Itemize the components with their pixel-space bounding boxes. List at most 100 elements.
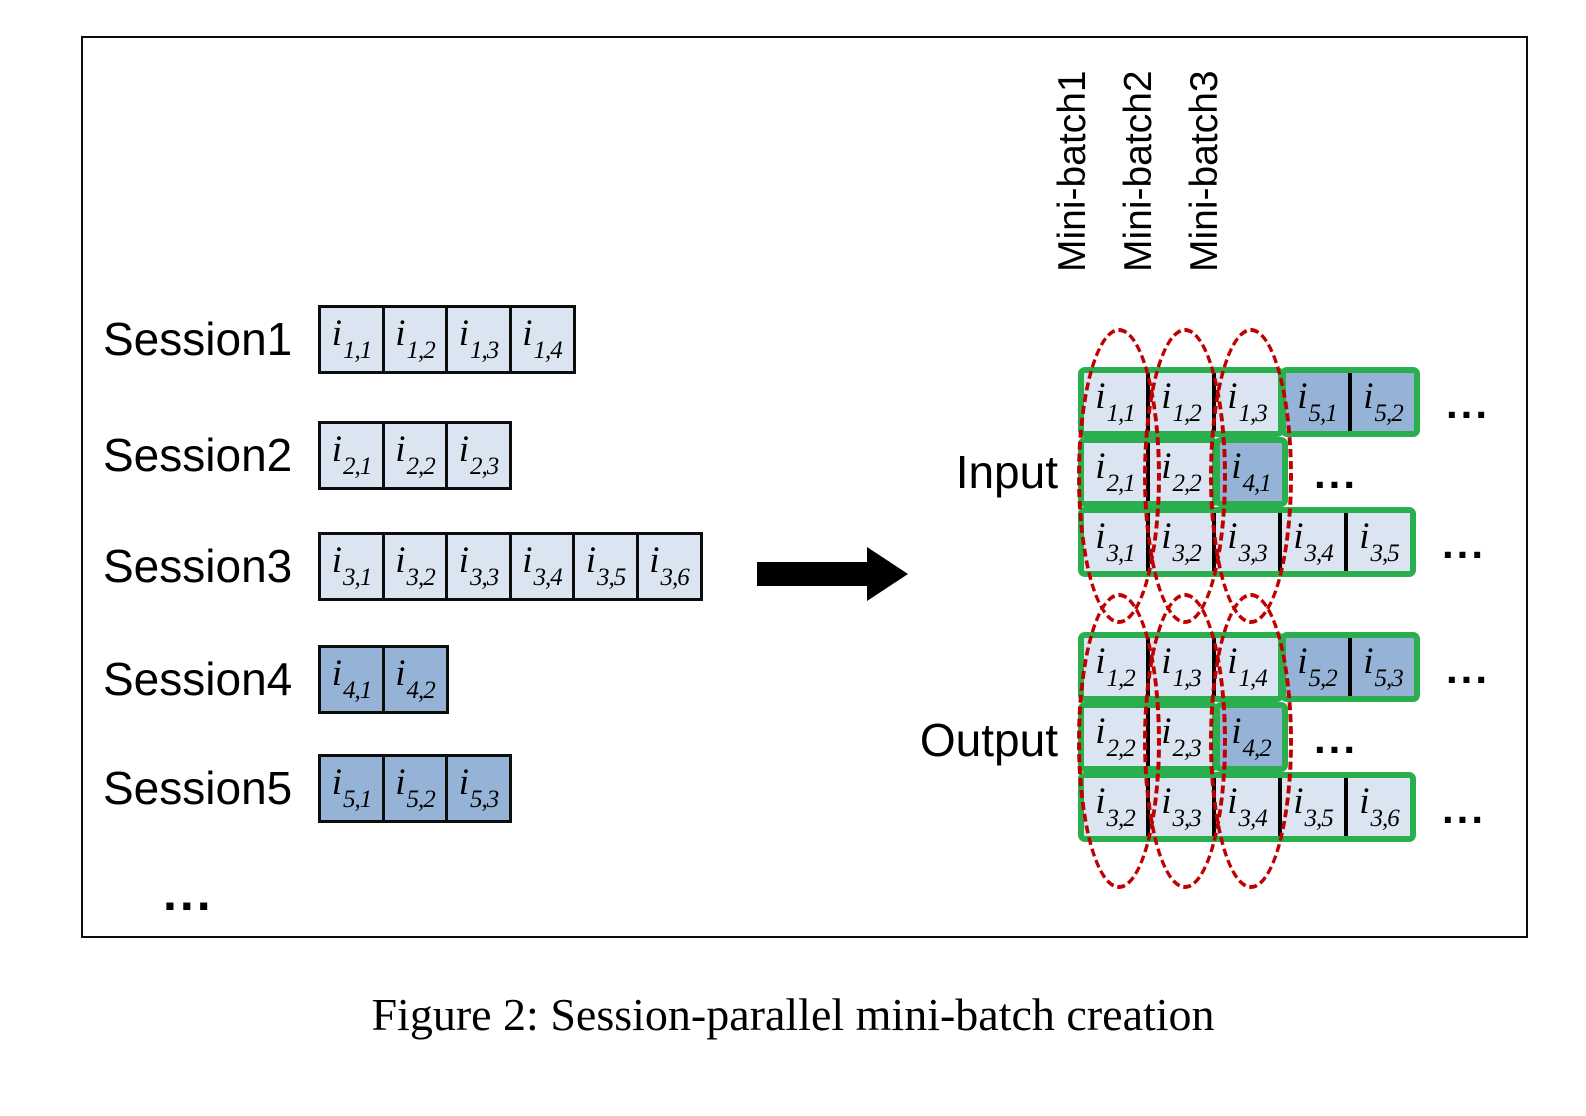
continuation-dots: ... bbox=[1442, 520, 1487, 567]
item-cell: i1,3 bbox=[1212, 373, 1278, 431]
session-row: Session5 i5,1 i5,2 i5,3 bbox=[103, 752, 512, 824]
item-text: i2,1 bbox=[1095, 446, 1136, 497]
item-cell: i5,3 bbox=[445, 753, 512, 823]
item-cell: i2,2 bbox=[381, 420, 449, 490]
item-text: i3,4 bbox=[1293, 516, 1334, 567]
session-cells: i5,1 i5,2 i5,3 bbox=[318, 753, 512, 823]
item-cell: i1,2 bbox=[1084, 638, 1146, 696]
item-cell: i3,3 bbox=[445, 531, 512, 601]
item-cell: i4,1 bbox=[318, 644, 385, 714]
item-text: i5,2 bbox=[1363, 376, 1404, 427]
item-text: i3,1 bbox=[331, 540, 373, 591]
item-cell: i3,2 bbox=[381, 531, 449, 601]
item-text: i2,2 bbox=[1161, 446, 1202, 497]
continuation-dots: ... bbox=[1442, 785, 1487, 832]
batch-row: i2,1 i2,2 i4,1 bbox=[1078, 437, 1288, 507]
item-cell: i3,4 bbox=[1278, 513, 1344, 571]
item-text: i3,3 bbox=[1227, 516, 1268, 567]
item-text: i1,2 bbox=[1095, 641, 1136, 692]
item-cell: i3,3 bbox=[1146, 778, 1212, 836]
item-cell: i4,2 bbox=[1220, 708, 1282, 766]
item-cell: i1,3 bbox=[445, 304, 512, 374]
item-text: i2,2 bbox=[1095, 711, 1136, 762]
batch-segment: i2,1 i2,2 bbox=[1078, 437, 1218, 507]
item-text: i1,4 bbox=[522, 313, 563, 364]
item-text: i5,3 bbox=[1363, 641, 1404, 692]
item-text: i5,2 bbox=[395, 762, 436, 813]
session-label: Session3 bbox=[103, 540, 293, 592]
item-cell: i2,3 bbox=[445, 420, 512, 490]
item-cell: i2,2 bbox=[1146, 443, 1212, 501]
item-text: i3,2 bbox=[395, 540, 436, 591]
batch-row: i1,1 i1,2 i1,3 i5,1 i5,2 bbox=[1078, 367, 1420, 437]
continuation-dots: ... bbox=[1446, 380, 1491, 427]
item-text: i2,3 bbox=[1161, 711, 1202, 762]
batch-row: i3,1 i3,2 i3,3 i3,4 i3,5 bbox=[1078, 507, 1416, 577]
item-cell: i5,1 bbox=[1286, 373, 1348, 431]
item-cell: i3,5 bbox=[572, 531, 639, 601]
item-cell: i4,1 bbox=[1220, 443, 1282, 501]
item-text: i2,3 bbox=[458, 429, 500, 480]
item-cell: i3,2 bbox=[1146, 513, 1212, 571]
continuation-dots: ... bbox=[1446, 645, 1491, 692]
item-text: i3,1 bbox=[1095, 516, 1136, 567]
item-cell: i2,3 bbox=[1146, 708, 1212, 766]
item-text: i2,2 bbox=[395, 429, 436, 480]
continuation-dots: ... bbox=[1314, 715, 1359, 762]
item-cell: i3,6 bbox=[1344, 778, 1410, 836]
figure-caption: Figure 2: Session-parallel mini-batch cr… bbox=[371, 989, 1215, 1040]
item-text: i1,3 bbox=[458, 313, 500, 364]
session-label: Session1 bbox=[103, 313, 293, 365]
item-cell: i3,5 bbox=[1344, 513, 1410, 571]
item-cell: i1,2 bbox=[1146, 373, 1212, 431]
item-text: i1,1 bbox=[331, 313, 373, 364]
item-text: i1,2 bbox=[1161, 376, 1202, 427]
item-text: i3,5 bbox=[1293, 781, 1334, 832]
minibatch-label: Mini-batch2 bbox=[1117, 70, 1160, 272]
item-cell: i1,1 bbox=[318, 304, 385, 374]
item-cell: i3,1 bbox=[1084, 513, 1146, 571]
item-text: i4,1 bbox=[331, 653, 373, 704]
item-text: i1,3 bbox=[1227, 376, 1268, 427]
item-text: i1,3 bbox=[1161, 641, 1202, 692]
item-cell: i2,1 bbox=[1084, 443, 1146, 501]
item-cell: i5,2 bbox=[381, 753, 449, 823]
session-label: Session2 bbox=[103, 429, 293, 481]
item-text: i3,5 bbox=[1359, 516, 1400, 567]
item-cell: i1,4 bbox=[508, 304, 576, 374]
batch-row: i2,2 i2,3 i4,2 bbox=[1078, 702, 1288, 772]
item-cell: i3,4 bbox=[1212, 778, 1278, 836]
session-row: Session2 i2,1 i2,2 i2,3 bbox=[103, 419, 512, 491]
item-text: i1,1 bbox=[1095, 376, 1136, 427]
session-cells: i2,1 i2,2 i2,3 bbox=[318, 420, 512, 490]
batch-segment: i4,1 bbox=[1214, 437, 1288, 507]
batch-segment: i1,1 i1,2 i1,3 bbox=[1078, 367, 1284, 437]
item-text: i2,1 bbox=[331, 429, 373, 480]
batch-segment: i5,1 i5,2 bbox=[1280, 367, 1420, 437]
item-cell: i1,2 bbox=[381, 304, 449, 374]
sessions-more-dots: ... bbox=[163, 865, 214, 921]
item-cell: i4,2 bbox=[381, 644, 449, 714]
item-text: i5,1 bbox=[1297, 376, 1338, 427]
item-text: i5,3 bbox=[458, 762, 500, 813]
batch-segment: i4,2 bbox=[1214, 702, 1288, 772]
item-text: i5,1 bbox=[331, 762, 373, 813]
item-text: i4,2 bbox=[1231, 711, 1272, 762]
item-text: i3,3 bbox=[458, 540, 500, 591]
item-cell: i5,2 bbox=[1286, 638, 1348, 696]
continuation-dots: ... bbox=[1314, 450, 1359, 497]
item-text: i3,2 bbox=[1161, 516, 1202, 567]
session-label: Session5 bbox=[103, 762, 293, 814]
minibatch-label: Mini-batch1 bbox=[1051, 70, 1094, 272]
batch-segment: i3,1 i3,2 i3,3 i3,4 i3,5 bbox=[1078, 507, 1416, 577]
item-text: i4,1 bbox=[1231, 446, 1272, 497]
